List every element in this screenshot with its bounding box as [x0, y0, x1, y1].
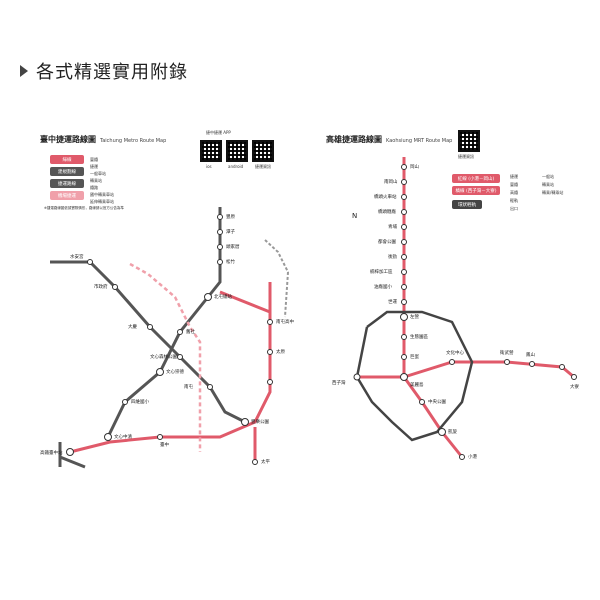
taichung-map-page: 臺中捷運路線圖 Taichung Metro Route Map 捷中捷運 APP… — [30, 122, 294, 472]
station-label: 高鐵臺中站 — [40, 451, 63, 456]
triangle-bullet-icon — [20, 65, 28, 77]
station-label: 松竹 — [226, 260, 235, 265]
station-label: 潭子 — [226, 230, 235, 235]
station-label: 中央公園 — [428, 400, 446, 405]
legend-item: 綠線 — [50, 155, 84, 164]
qr-code-info-icon — [458, 130, 480, 152]
legend-note: 高鐵 — [510, 190, 518, 195]
station-label: 都會公園 — [378, 240, 396, 245]
kaohsiung-map-title: 高雄捷運路線圖 Kaohsiung MRT Route Map — [326, 134, 452, 145]
station-label: 文心森林公園 — [150, 355, 177, 360]
legend-note: 轉乘/轉乘站 — [542, 190, 564, 195]
station-label: 南屯高中 — [276, 320, 294, 325]
station-label: 舊社 — [186, 330, 195, 335]
legend-note: 一般車站 — [90, 171, 106, 176]
taichung-title-en: Taichung Metro Route Map — [100, 138, 167, 144]
station-label: 水安宮 — [70, 255, 84, 260]
legend-note: 輕軌 — [510, 198, 518, 203]
taichung-title-zh: 臺中捷運路線圖 — [40, 135, 96, 144]
legend-note: 轉乘站 — [90, 178, 102, 183]
qr-caption: android — [228, 164, 244, 169]
legend-note: 一般站 — [542, 174, 554, 179]
legend-item: 建規劃線 — [50, 167, 84, 176]
station-label: 橋頭糖廠 — [378, 210, 396, 215]
qr-caption: 捷運資訊 — [458, 154, 474, 159]
legend-note: 鐵路 — [90, 185, 98, 190]
station-label: 臺中 — [160, 443, 169, 448]
station-label: 文心崇德 — [166, 370, 184, 375]
station-label: 世運 — [388, 300, 397, 305]
legend-item: 機場捷運 — [50, 191, 84, 200]
kaohsiung-route-svg — [353, 157, 577, 460]
station-label: 大慶 — [128, 325, 137, 330]
legend-note: 臺鐵 — [90, 157, 98, 162]
station-label: 岡山 — [410, 165, 419, 170]
legend-item: 捷運路線 — [50, 179, 84, 188]
station-label: 太原 — [276, 350, 285, 355]
legend-note: 捷運 — [90, 164, 98, 169]
station-label: 後勁 — [388, 255, 397, 260]
station-label: 文心中清 — [114, 435, 132, 440]
legend-note: 捷運 — [510, 174, 518, 179]
station-label: 文化中心 — [446, 351, 464, 356]
qr-code-android-icon — [226, 140, 248, 162]
legend-note: 轉乘站 — [542, 182, 554, 187]
station-label: 頭家厝 — [226, 245, 240, 250]
station-label: 南屯 — [184, 385, 193, 390]
station-label: 南岡山 — [384, 180, 398, 185]
legend-item: 橘線 (西子灣－大寮) — [452, 186, 500, 195]
station-label: 北屯總站 — [214, 295, 232, 300]
station-label: 生態園區 — [410, 335, 428, 340]
station-label: 市政府 — [94, 285, 108, 290]
station-label: 左營 — [410, 315, 419, 320]
station-label: 四維國小 — [131, 400, 149, 405]
station-label: 小港 — [468, 455, 477, 460]
footnote: ※捷運路線圖依據實際情形，路線請以官方公告為準 — [44, 206, 124, 210]
station-label: 西子灣 — [332, 381, 346, 386]
app-label: 捷中捷運 APP — [206, 130, 231, 135]
station-label: 凱旋 — [448, 430, 457, 435]
station-label: 巨蛋 — [410, 355, 419, 360]
kaohsiung-map-page: 高雄捷運路線圖 Kaohsiung MRT Route Map 捷運資訊 紅線 (… — [312, 122, 587, 472]
legend-item: 紅線 (小港－岡山) — [452, 174, 500, 183]
north-arrow-icon: N — [352, 212, 358, 220]
taichung-map-title: 臺中捷運路線圖 Taichung Metro Route Map — [40, 134, 166, 145]
legend-note: 臺鐵 — [510, 182, 518, 187]
section-header: 各式精選實用附錄 — [20, 58, 188, 84]
legend-note: 國中轉乘車站 — [90, 192, 114, 197]
legend-item: 環狀輕軌 — [452, 200, 482, 209]
qr-caption: ios — [206, 164, 212, 169]
station-label: 豐原 — [226, 215, 235, 220]
station-label: 青埔 — [388, 225, 397, 230]
kaohsiung-title-en: Kaohsiung MRT Route Map — [386, 138, 453, 144]
station-label: 油廠國小 — [374, 285, 392, 290]
station-label: 楠梓加工區 — [370, 270, 393, 275]
taichung-route-svg — [50, 207, 290, 469]
qr-code-info-icon — [252, 140, 274, 162]
qr-code-ios-icon — [200, 140, 222, 162]
station-label: 大寮 — [570, 385, 579, 390]
station-label: 鳳山 — [526, 353, 535, 358]
legend-note: 延伸轉乘車站 — [90, 199, 114, 204]
station-label: 衛武營 — [500, 351, 514, 356]
kaohsiung-title-zh: 高雄捷運路線圖 — [326, 135, 382, 144]
qr-caption: 捷運資訊 — [255, 164, 271, 169]
page-title: 各式精選實用附錄 — [36, 62, 188, 83]
legend-note: 出口 — [510, 206, 518, 211]
station-label: 橋頭火車站 — [374, 195, 397, 200]
station-label: 豐樂公園 — [251, 420, 269, 425]
station-label: 美麗島 — [410, 383, 424, 388]
station-label: 太平 — [261, 460, 270, 465]
